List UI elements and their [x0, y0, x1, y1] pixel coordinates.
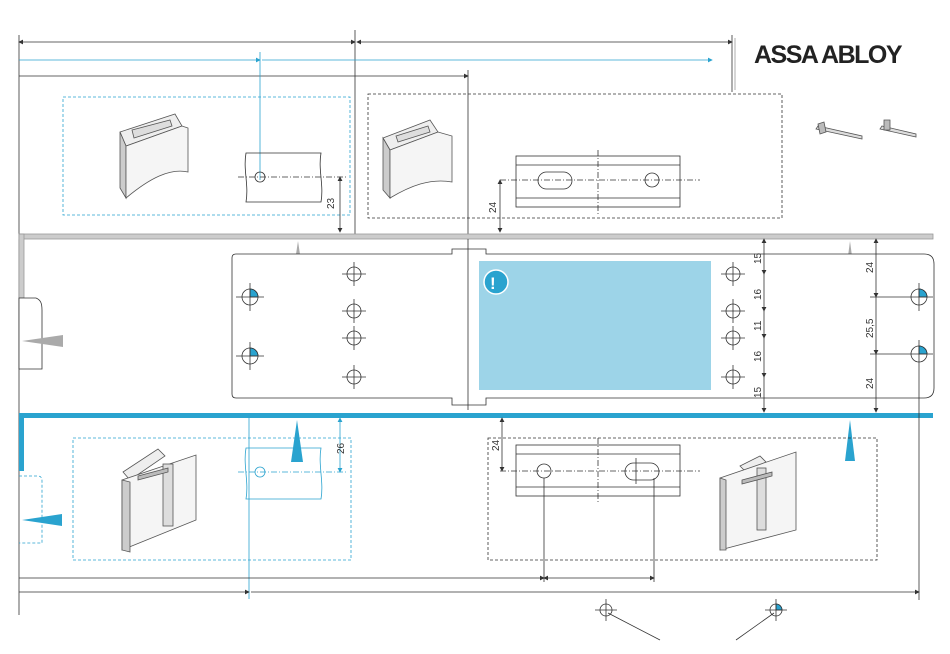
dim-24-right-top: 24	[865, 261, 876, 273]
left-frame-piece-bottom	[19, 476, 62, 543]
hole-detail-bottom-left	[238, 418, 346, 599]
dim-24-right-bottom: 24	[865, 377, 876, 389]
dim-24-bottom: 24	[491, 439, 502, 451]
hole-detail-top-left	[238, 153, 346, 232]
brand-logo: ASSA ABLOY	[754, 41, 903, 69]
blue-arrow-marker-2	[845, 420, 855, 461]
dim-15-top: 15	[753, 252, 764, 264]
door-illustration-top-left	[120, 114, 188, 198]
dim-26: 26	[336, 442, 347, 454]
info-panel	[479, 261, 711, 390]
slot-plate-top	[500, 150, 700, 232]
dim-24-top: 24	[488, 201, 499, 213]
door-illustration-top-right	[383, 120, 452, 198]
top-left-detail-box	[63, 97, 350, 215]
legend-symbols	[595, 599, 787, 640]
warning-icon: !	[484, 270, 508, 294]
dim-16-b: 16	[753, 350, 764, 362]
slot-plate-bottom	[500, 418, 700, 582]
dim-15-bottom: 15	[753, 386, 764, 398]
left-frame-piece	[19, 298, 63, 369]
screws-illustration	[816, 120, 916, 139]
door-illustration-bottom-right	[720, 452, 796, 550]
dim-16-a: 16	[753, 288, 764, 300]
dim-11: 11	[753, 320, 764, 331]
dim-25-5: 25,5	[865, 318, 876, 338]
blue-arrow-marker-1	[291, 420, 303, 462]
svg-text:!: !	[490, 274, 496, 293]
door-illustration-bottom-left	[122, 449, 196, 552]
bottom-right-detail-box	[488, 438, 877, 560]
dim-23: 23	[326, 197, 337, 209]
